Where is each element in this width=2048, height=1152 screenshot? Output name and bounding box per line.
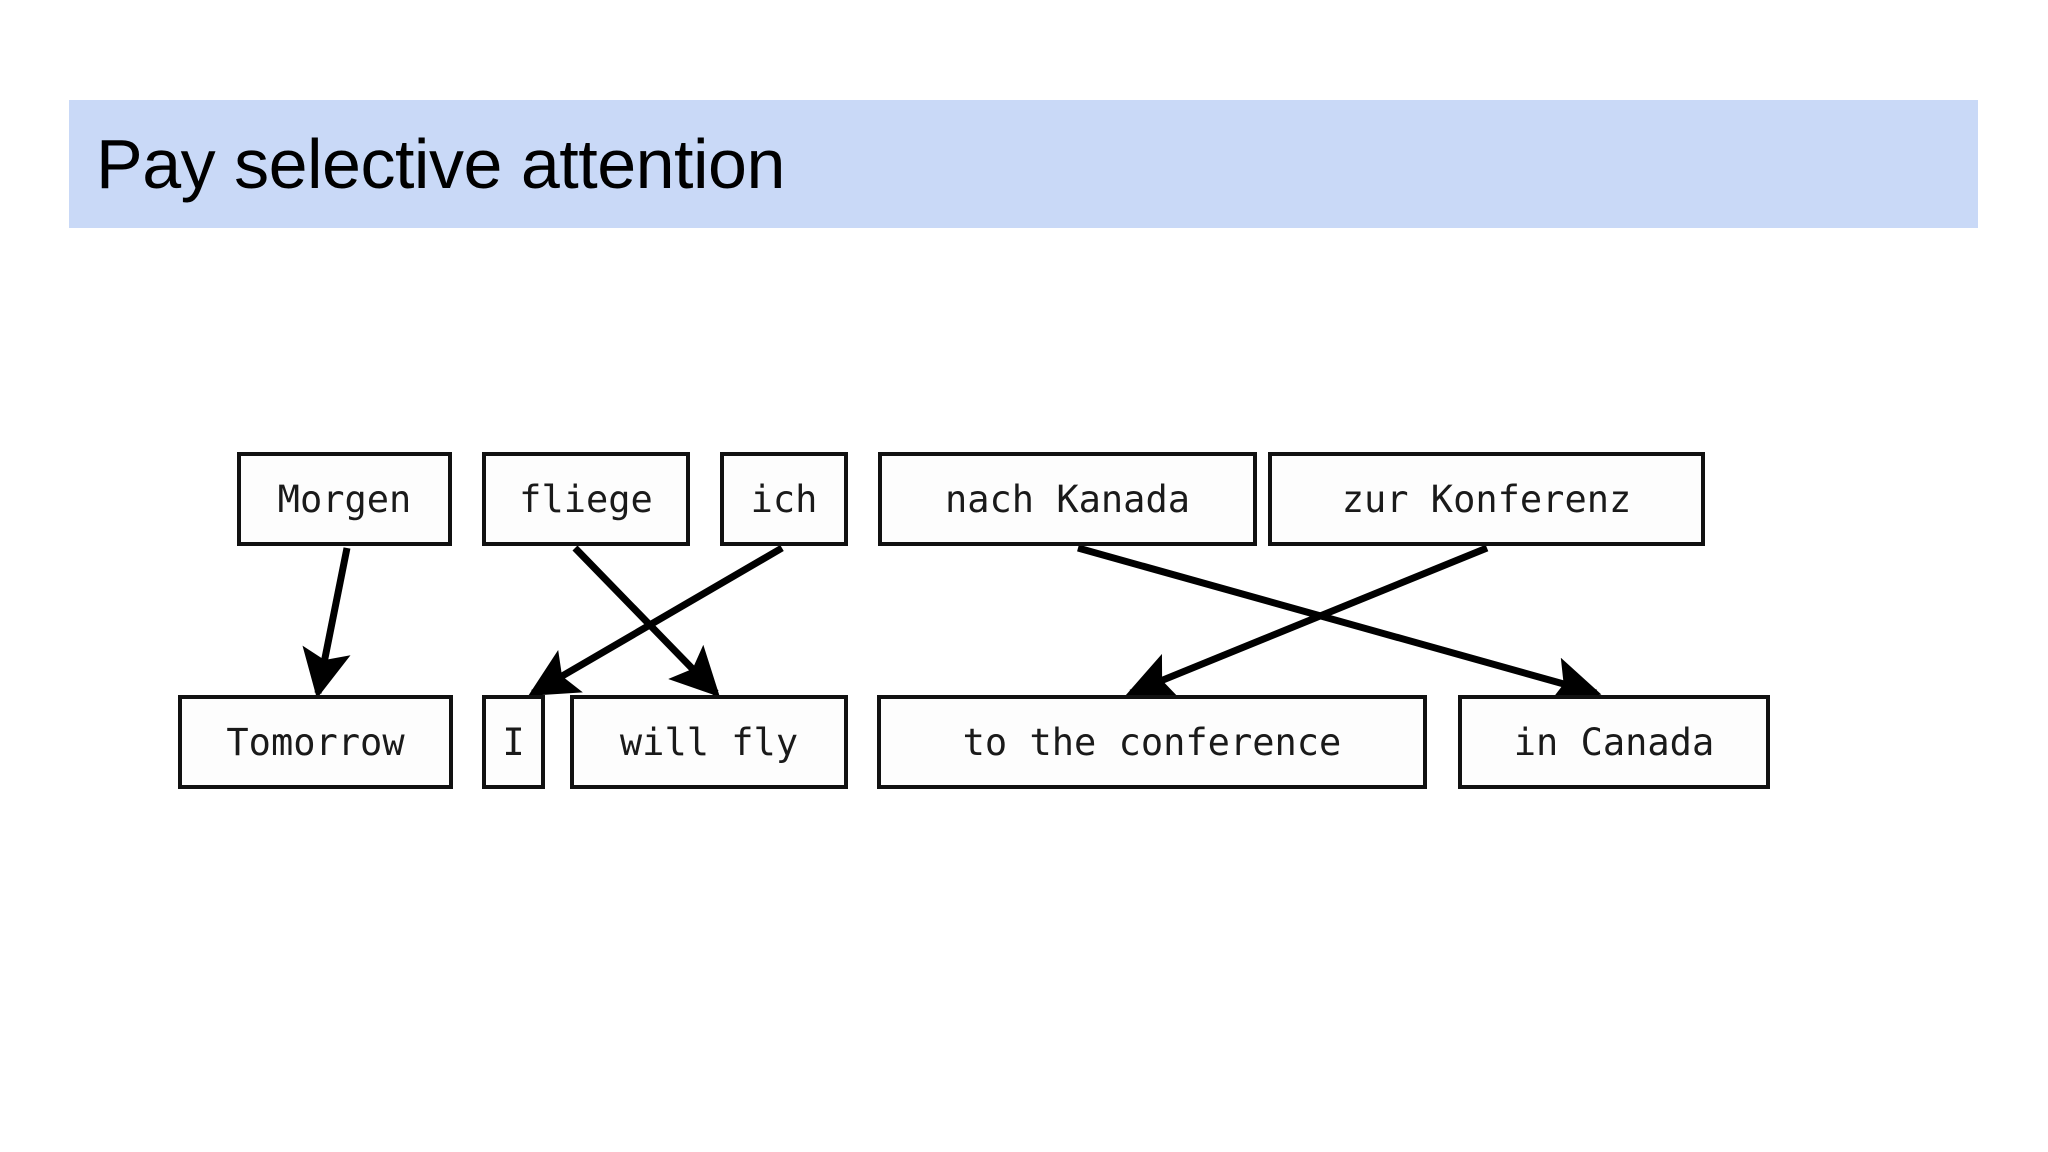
align-morgen-tomorrow (302, 547, 351, 699)
source-token-fliege[interactable]: fliege (482, 452, 690, 546)
page-title: Pay selective attention (96, 125, 785, 203)
target-token-will-fly[interactable]: will fly (570, 695, 848, 789)
source-token-morgen[interactable]: Morgen (237, 452, 452, 546)
target-token-to-the-conference[interactable]: to the conference (877, 695, 1427, 789)
align-nachkanada-incanada (1077, 544, 1602, 705)
title-banner: Pay selective attention (69, 100, 1978, 228)
target-token-tomorrow[interactable]: Tomorrow (178, 695, 453, 789)
target-token-in-canada[interactable]: in Canada (1458, 695, 1770, 789)
source-token-ich[interactable]: ich (720, 452, 848, 546)
align-zurkonferenz-totheconf (1125, 544, 1489, 700)
align-fliege-willfly (572, 545, 720, 698)
target-token-i[interactable]: I (482, 695, 545, 789)
source-token-nach-kanada[interactable]: nach Kanada (878, 452, 1257, 546)
align-ich-i (528, 544, 784, 697)
source-token-zur-konferenz[interactable]: zur Konferenz (1268, 452, 1705, 546)
